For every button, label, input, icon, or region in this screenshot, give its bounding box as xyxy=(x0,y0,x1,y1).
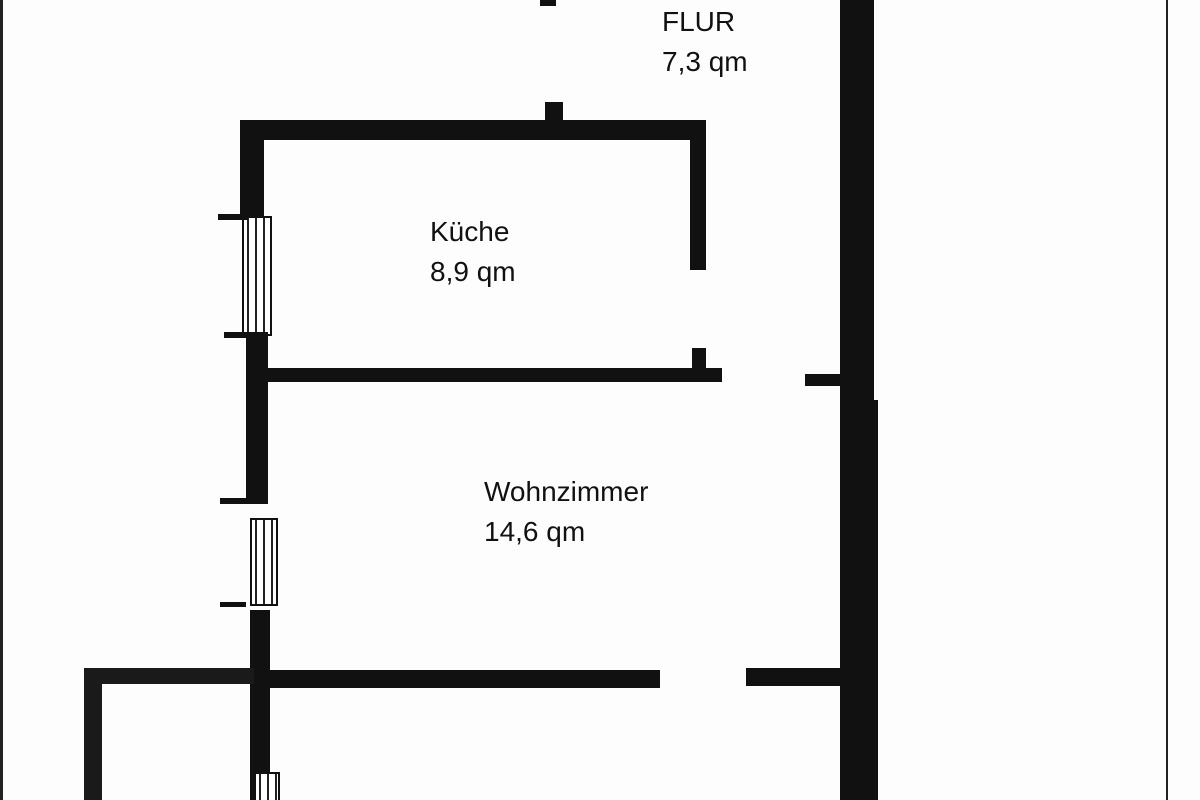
living-wall-bottom-right xyxy=(746,668,850,686)
kitchen-wall-top-stub xyxy=(545,102,563,124)
living-room-name: Wohnzimmer xyxy=(484,476,649,507)
balcony-door xyxy=(254,772,280,800)
kitchen-wall-right xyxy=(690,120,706,270)
balcony-wall-top xyxy=(84,668,254,684)
living-window xyxy=(250,518,278,606)
living-wall-left-upper xyxy=(246,380,268,502)
kitchen-area: 8,9 qm xyxy=(430,256,516,287)
kitchen-wall-top xyxy=(240,120,706,140)
kitchen-wall-bottom xyxy=(262,368,722,382)
living-window-sill-bottom xyxy=(220,602,246,607)
kitchen-door-jamb xyxy=(692,348,706,370)
living-wall-left-lower xyxy=(250,610,270,800)
balcony-wall-left xyxy=(84,668,102,800)
page-edge-left xyxy=(0,0,3,800)
corridor-wall-stub xyxy=(805,374,845,386)
wall-stub-top xyxy=(540,0,556,6)
corridor-label: FLUR 7,3 qm xyxy=(662,2,748,82)
kitchen-window-sill-bottom xyxy=(224,332,268,338)
kitchen-label: Küche 8,9 qm xyxy=(430,212,516,292)
living-wall-bottom-left xyxy=(262,670,660,688)
kitchen-name: Küche xyxy=(430,216,510,247)
living-room-label: Wohnzimmer 14,6 qm xyxy=(484,472,648,552)
corridor-name: FLUR xyxy=(662,6,736,37)
kitchen-wall-left-upper xyxy=(240,120,264,216)
kitchen-window xyxy=(242,216,272,336)
living-window-sill-top xyxy=(220,498,268,504)
page-edge-right xyxy=(1166,0,1168,800)
living-room-area: 14,6 qm xyxy=(484,516,586,547)
kitchen-window-sill-top xyxy=(218,214,248,220)
corridor-area: 7,3 qm xyxy=(662,46,748,77)
exterior-wall-right-lower xyxy=(848,400,878,800)
